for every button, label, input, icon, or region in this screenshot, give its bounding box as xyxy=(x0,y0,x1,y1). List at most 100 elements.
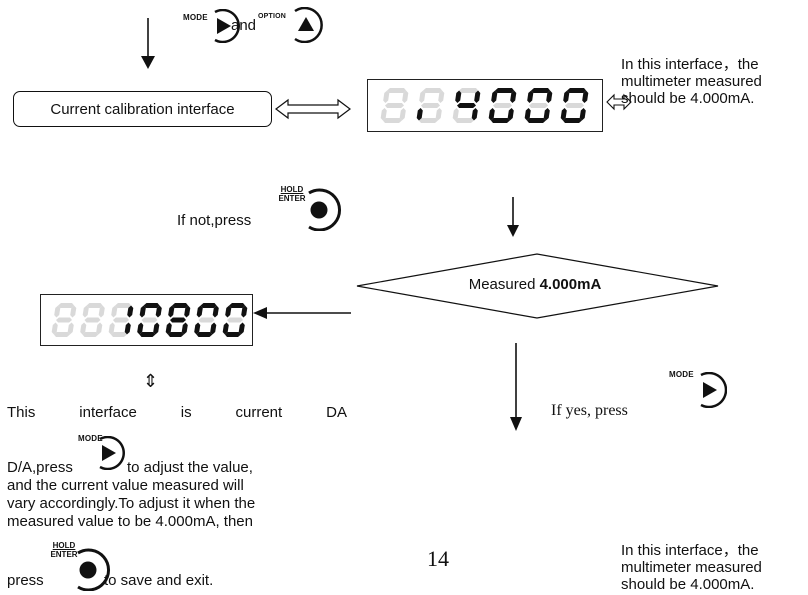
lcd-segment xyxy=(54,305,61,318)
lcd-segment xyxy=(86,303,103,308)
paragraph-line2-after: to adjust the value, xyxy=(127,459,253,476)
hold-label: HOLD xyxy=(280,185,304,194)
lcd-segment xyxy=(139,305,146,318)
lcd-segment xyxy=(67,322,74,335)
option-up-icon xyxy=(294,7,323,43)
note-top-line2: multimeter measured xyxy=(621,73,762,90)
double-arrow-right xyxy=(606,93,632,111)
lcd-digit xyxy=(165,303,191,337)
lcd-segment xyxy=(546,90,553,103)
hold-enter-icon xyxy=(308,188,341,231)
lcd-segment xyxy=(165,322,172,335)
lcd-segment xyxy=(194,322,201,335)
note-bottom: In this interface，the multimeter measure… xyxy=(621,542,808,593)
lcd-segment xyxy=(562,118,582,123)
lcd-segment xyxy=(58,303,75,308)
lcd-segment xyxy=(115,303,132,308)
lcd-segment xyxy=(526,118,546,123)
lcd-segment xyxy=(421,103,440,108)
lcd-display-2-digits xyxy=(51,303,248,337)
lcd-segment xyxy=(172,303,189,308)
lcd-segment xyxy=(565,103,584,108)
down-arrow-mid xyxy=(507,197,519,237)
lcd-segment xyxy=(241,305,248,318)
enter-label: ENTER xyxy=(278,194,306,203)
lcd-segment xyxy=(380,108,387,121)
lcd-segment xyxy=(212,305,219,318)
lcd-segment xyxy=(227,317,243,323)
lcd-segment xyxy=(153,322,160,335)
note-top: In this interface，the multimeter measure… xyxy=(621,56,808,107)
if-not-text: If not,press xyxy=(177,212,252,229)
lcd-segment xyxy=(457,103,476,108)
lcd-segment xyxy=(399,108,406,121)
lcd-segment xyxy=(111,305,118,318)
lcd-segment xyxy=(454,118,474,123)
lcd-segment xyxy=(491,90,498,103)
lcd-segment xyxy=(524,108,531,121)
para-word-1: This xyxy=(7,404,36,421)
lcd-segment xyxy=(168,305,175,318)
para-word-2: interface xyxy=(79,404,137,421)
lcd-segment xyxy=(224,332,241,337)
lcd-digit xyxy=(137,303,162,337)
lcd-digit xyxy=(108,303,134,337)
and-text: and xyxy=(231,17,257,34)
lcd-segment xyxy=(419,90,426,103)
para-word-5: DA xyxy=(326,404,347,421)
mode-label-yes: MODE xyxy=(669,370,694,379)
lcd-segment xyxy=(402,90,409,103)
paragraph-line6-before: press xyxy=(7,572,44,589)
left-arrow xyxy=(253,307,351,319)
lcd-segment xyxy=(495,88,515,93)
lcd-segment xyxy=(167,332,184,337)
lcd-digit xyxy=(560,88,589,123)
para-word-3: is xyxy=(180,404,192,421)
diamond-prefix: Measured xyxy=(468,276,540,293)
lcd-segment xyxy=(137,322,144,335)
hold-enter-label: HOLD ENTER xyxy=(278,185,306,203)
lcd-segment xyxy=(96,322,103,335)
lcd-segment xyxy=(510,90,517,103)
lcd-segment xyxy=(567,88,587,93)
double-arrow-left xyxy=(275,98,351,120)
lcd-digit xyxy=(452,88,481,123)
paragraph-line3: and the current value measured will xyxy=(7,477,244,494)
lcd-segment xyxy=(82,332,99,337)
lcd-segment xyxy=(455,90,462,103)
lcd-segment xyxy=(113,317,129,323)
mode-play-icon-yes xyxy=(700,372,727,408)
lcd-segment xyxy=(418,118,438,123)
decision-diamond xyxy=(356,253,719,319)
lcd-segment xyxy=(196,332,213,337)
lcd-segment xyxy=(198,317,215,323)
lcd-display-1 xyxy=(367,79,603,132)
option-label: OPTION xyxy=(258,13,287,20)
lcd-display-2 xyxy=(40,294,253,346)
diamond-value: 4.000mA xyxy=(539,276,602,293)
note-bottom-line2: multimeter measured xyxy=(621,559,762,576)
mode-play-icon-para xyxy=(99,436,125,470)
lcd-digit xyxy=(51,303,77,337)
lcd-digit xyxy=(194,303,219,337)
hold-enter-icon-para xyxy=(77,548,110,591)
lcd-segment xyxy=(53,332,70,337)
lcd-segment xyxy=(459,88,479,93)
lcd-segment xyxy=(543,108,550,121)
lcd-segment xyxy=(238,322,245,335)
lcd-segment xyxy=(184,305,191,318)
lcd-segment xyxy=(435,108,442,121)
lcd-segment xyxy=(471,108,478,121)
lcd-segment xyxy=(143,303,160,308)
lcd-segment xyxy=(493,103,512,108)
hold-enter-label-para: HOLD ENTER xyxy=(50,541,78,559)
lcd-segment xyxy=(488,108,495,121)
lcd-segment xyxy=(225,305,232,318)
lcd-segment xyxy=(141,317,158,323)
lcd-digit xyxy=(222,303,248,337)
paragraph-line2-before: D/A,press xyxy=(7,459,73,476)
lcd-segment xyxy=(579,108,586,121)
paragraph-line4: vary accordingly.To adjust it when the xyxy=(7,495,256,512)
lcd-segment xyxy=(210,322,217,335)
down-arrow-top xyxy=(141,18,155,69)
